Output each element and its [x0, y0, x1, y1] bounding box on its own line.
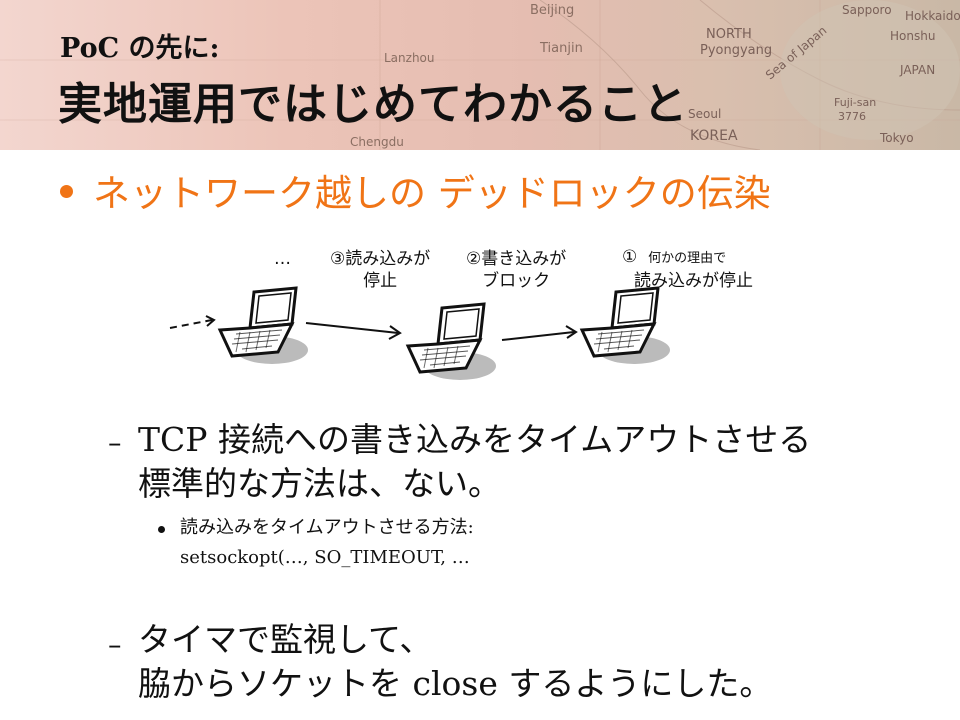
diagram-label-step1: ① 何かの理由で 読み込みが停止: [622, 247, 753, 291]
diagram-graphics: [169, 286, 672, 380]
map-label: Lanzhou: [384, 51, 435, 65]
deadlock-diagram: … ③読み込みが 停止 ②書き込みが ブロック ① 何かの理由で 読み込みが停止: [150, 240, 810, 380]
map-label: Beijing: [530, 3, 574, 18]
slide-title: 実地運用ではじめてわかること: [58, 79, 688, 130]
diagram-label-step3: ③読み込みが 停止: [330, 249, 431, 291]
map-label: NORTH: [706, 27, 752, 42]
arrow-left-to-middle: [305, 322, 399, 334]
dash-bullet: –: [108, 630, 122, 661]
main-bullet-text: ネットワーク越しの デッドロックの伝染: [93, 172, 771, 215]
map-label: Seoul: [688, 107, 721, 121]
map-label: Sapporo: [842, 3, 892, 17]
map-label: Tianjin: [539, 41, 583, 56]
item2-text: タイマで監視して、 脇からソケットを close するようにした。: [138, 620, 773, 703]
map-label: Tokyo: [879, 131, 914, 145]
map-label: Fuji-san: [834, 96, 876, 109]
map-label: Honshu: [890, 29, 935, 43]
laptop-icon-left: [218, 286, 310, 366]
map-label: KOREA: [690, 128, 738, 144]
map-label: 3776: [838, 110, 866, 123]
code-line: setsockopt(…, SO_TIMEOUT, …: [180, 547, 470, 568]
slide-subtitle: PoC の先に:: [60, 33, 220, 64]
laptop-icon-right: [580, 286, 672, 366]
map-label: Hokkaido: [905, 9, 960, 23]
map-background: Beijing Tianjin Lanzhou NORTH Pyongyang …: [0, 0, 960, 150]
map-label: Chengdu: [350, 135, 404, 149]
main-bullet: ネットワーク越しの デッドロックの伝染: [60, 163, 771, 217]
arrow-middle-to-right: [501, 331, 575, 341]
bullet-dot: [60, 185, 73, 198]
laptop-icon-middle: [406, 302, 498, 380]
map-label: Pyongyang: [700, 43, 772, 58]
sub-bullet: 読み込みをタイムアウトさせる方法: setsockopt(…, SO_TIMEO…: [158, 513, 474, 573]
diagram-label-step2: ②書き込みが ブロック: [466, 249, 567, 291]
item1-text: TCP 接続への書き込みをタイムアウトさせる 標準的な方法は、ない。: [138, 420, 812, 503]
diagram-ellipsis: …: [274, 249, 291, 269]
map-label: JAPAN: [899, 63, 935, 77]
dash-bullet: –: [108, 428, 122, 459]
incoming-dashed-arrow: [169, 319, 213, 329]
sub-bullet-dot: [158, 526, 165, 533]
header-banner: Beijing Tianjin Lanzhou NORTH Pyongyang …: [0, 0, 960, 150]
